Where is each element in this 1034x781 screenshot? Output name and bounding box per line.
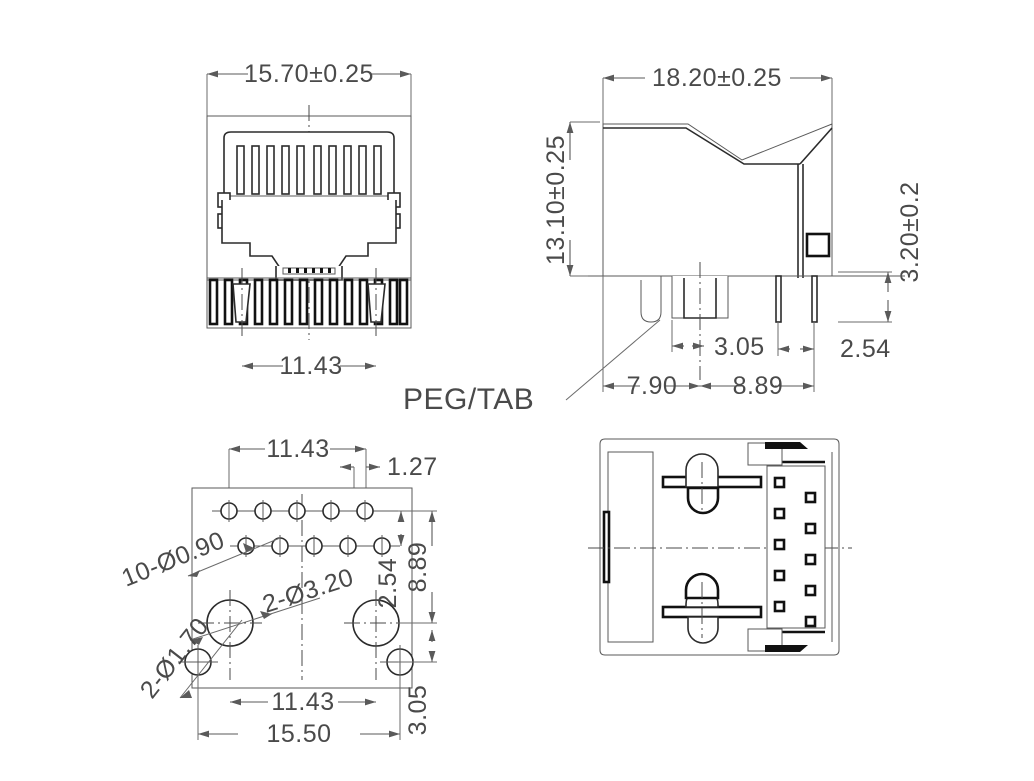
dim-side-peg-width: 3.05 [671,320,765,361]
bottom-boss-lower [661,572,763,644]
dim-side-pin-length-text: 3.20±0.2 [896,181,924,282]
dim-pcb-boss-span-text: 11.43 [271,688,334,716]
pcb-hole-row-top [212,500,400,522]
front-latch-slot [282,267,336,275]
dim-side-peg-offset: 7.90 [602,276,700,400]
dim-side-pin-length: 3.20±0.2 [838,181,924,323]
side-chamfer-upper [603,127,800,165]
dim-side-pin-pitch: 2.54 [777,322,891,363]
peg-tab-leader-line [565,319,661,401]
bottom-pins-column-left [773,476,786,613]
bottom-pins-column-right [804,491,817,628]
dim-pcb-boss-to-edge-text: 3.05 [404,685,432,736]
bottom-left-panel [607,451,654,643]
dim-pcb-hole-span-top-text: 11.43 [266,435,329,463]
side-chamfer-right [799,127,833,165]
dim-side-pin-row-offset: 8.89 [700,322,815,400]
dim-pcb-row-to-boss: 8.89 [398,510,437,624]
dim-side-depth: 18.20±0.25 [602,64,833,126]
bottom-view [588,438,852,656]
dim-side-pin-pitch-text: 2.54 [840,335,891,363]
dim-pcb-hole-pitch-text: 1.27 [387,453,438,481]
bottom-boss-upper [661,453,763,515]
dim-pcb-row-pitch-text: 2.54 [374,558,402,609]
peg-tab-label: PEG/TAB [403,383,534,416]
side-view: 18.20±0.25 13.10±0.25 3.20±0.2 [403,64,924,416]
side-peg-left [603,275,662,323]
dim-side-depth-text: 18.20±0.25 [652,64,782,92]
dim-front-pin-span-text: 11.43 [279,352,342,380]
dim-side-pin-row-offset-text: 8.89 [733,372,784,400]
bottom-left-tab [602,510,611,584]
front-latch-teeth [288,268,331,273]
bottom-corner-notches [747,442,808,652]
dim-pcb-hole-pitch: 1.27 [340,453,438,512]
dim-side-peg-offset-text: 7.90 [627,372,678,400]
dim-pcb-boss-to-edge: 3.05 [398,630,437,735]
dim-side-height-text: 13.10±0.25 [542,135,570,265]
pcb-peg-holes [178,645,420,680]
dim-pcb-row-to-boss-text: 8.89 [404,542,432,593]
dim-front-width-text: 15.70±0.25 [244,60,374,88]
dim-front-pin-span: 11.43 [242,352,376,380]
front-contact-slots [236,145,382,195]
side-square-feature [805,232,831,258]
dim-front-width: 15.70±0.25 [206,60,412,120]
pcb-boss-holes [198,590,408,680]
dim-side-height: 13.10±0.25 [542,121,600,277]
dim-pcb-boss-span: 11.43 [230,688,376,716]
dim-pcb-row-pitch: 2.54 [374,511,405,609]
peg-tab-callout: PEG/TAB [403,319,661,416]
dim-pcb-board-width-text: 15.50 [266,720,331,748]
dim-pcb-board-width: 15.50 [197,676,401,748]
front-view: 15.70±0.25 [206,60,412,380]
dim-side-peg-width-text: 3.05 [714,333,765,361]
